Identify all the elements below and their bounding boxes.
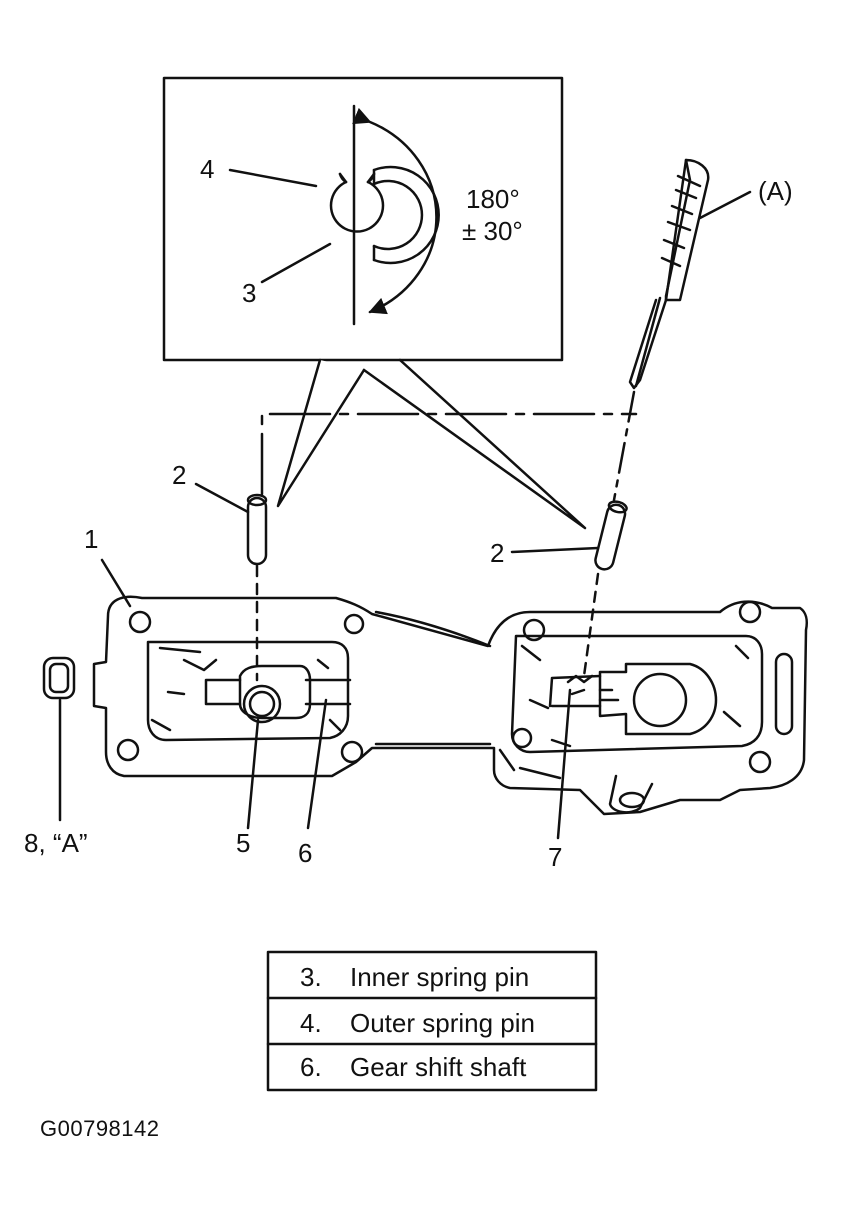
callout-1: 1 — [84, 524, 98, 554]
leader-A — [698, 190, 752, 220]
legend-text-6: Gear shift shaft — [350, 1052, 527, 1082]
angle-tolerance: ± 30° — [462, 216, 523, 246]
callout-6: 6 — [298, 838, 312, 868]
legend-num-4: 4. — [300, 1008, 322, 1038]
callout-4: 4 — [200, 154, 214, 184]
leader-5 — [246, 718, 260, 830]
gear-shift-shaft-right — [548, 662, 718, 736]
pin-alignment-line — [260, 412, 638, 496]
callout-8: 8, “A” — [24, 828, 88, 858]
legend-table — [266, 950, 598, 1092]
leader-2-left — [194, 482, 250, 514]
right-pin-install-line — [582, 572, 600, 678]
leader-1 — [100, 558, 132, 608]
inset-pointer-left — [276, 358, 366, 508]
leader-4 — [228, 168, 318, 188]
callout-5: 5 — [236, 828, 250, 858]
callout-A: (A) — [758, 176, 793, 206]
angle-arc — [352, 107, 438, 315]
leader-6 — [306, 698, 328, 830]
callout-2-right: 2 — [490, 538, 504, 568]
plug-8-inner — [48, 662, 70, 694]
right-spring-pin — [594, 500, 628, 571]
detail-inset-box — [162, 76, 564, 362]
callout-3: 3 — [242, 278, 256, 308]
legend-num-3: 3. — [300, 962, 322, 992]
legend-num-6: 6. — [300, 1052, 322, 1082]
leader-7 — [556, 688, 572, 840]
angle-value: 180° — [466, 184, 520, 214]
callout-2-left: 2 — [172, 460, 186, 490]
transmission-case-housing — [92, 595, 808, 816]
figure-id: G00798142 — [40, 1116, 160, 1141]
legend-text-3: Inner spring pin — [350, 962, 529, 992]
tool-alignment-line — [612, 390, 636, 502]
left-spring-pin — [246, 493, 268, 566]
gear-shift-shaft-left — [204, 664, 352, 724]
leader-2-right — [510, 546, 600, 554]
leader-3 — [260, 242, 332, 284]
inset-pointer-right — [362, 358, 587, 530]
plug-8-drawing — [42, 656, 76, 700]
special-tool-punch — [628, 158, 710, 390]
legend-text-4: Outer spring pin — [350, 1008, 535, 1038]
callout-7: 7 — [548, 842, 562, 872]
